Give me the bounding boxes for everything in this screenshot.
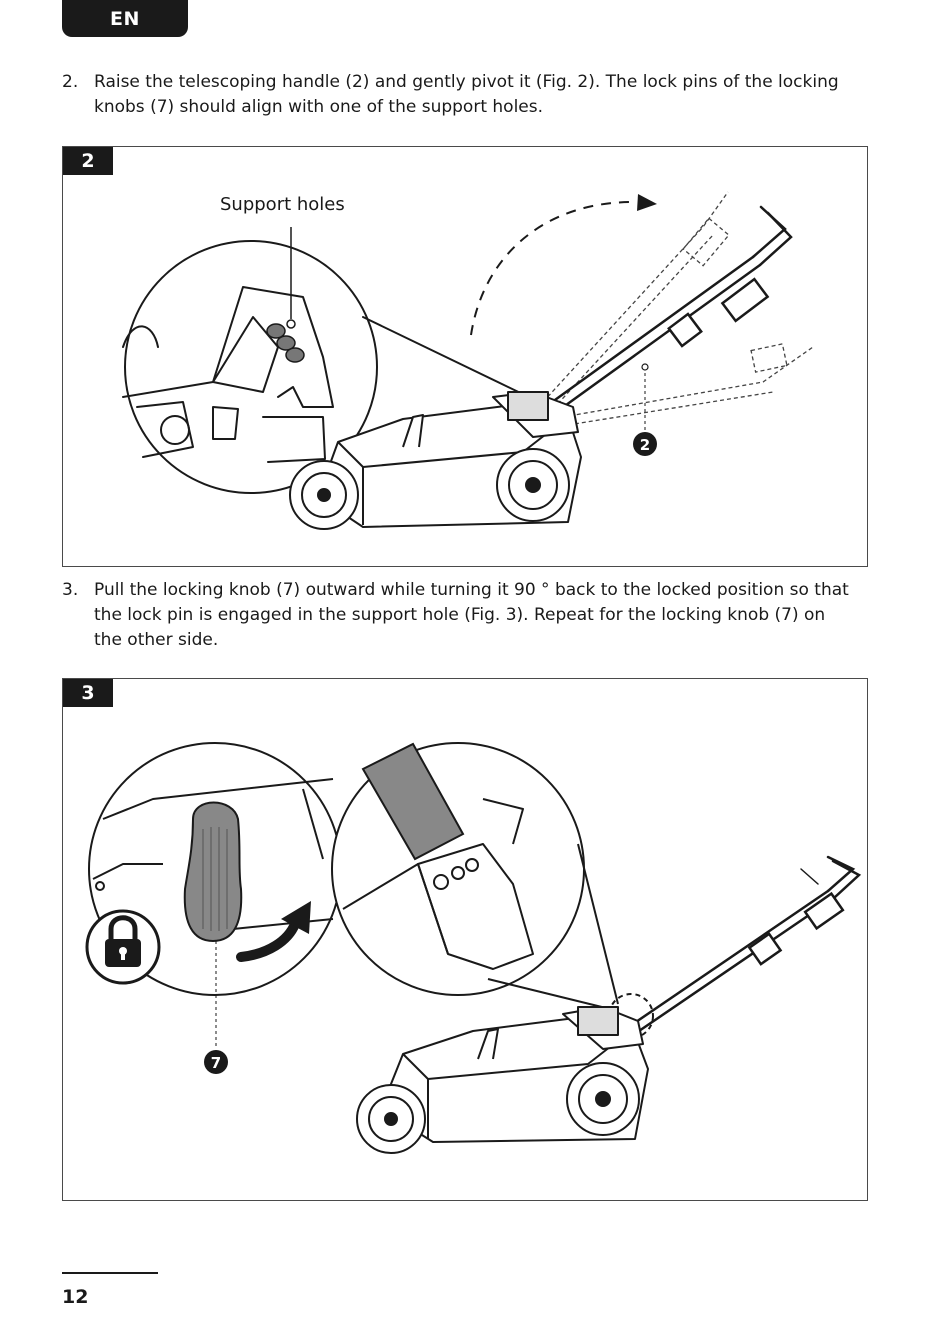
locking-knob-lock-illustration: 7 bbox=[85, 742, 862, 1154]
figure-label: 3 bbox=[63, 679, 113, 707]
figure-2: 2 Support holes bbox=[62, 146, 868, 567]
part-number-2: 2 bbox=[640, 436, 650, 454]
step-number: 2. bbox=[62, 72, 79, 92]
step-number: 3. bbox=[62, 580, 79, 600]
support-holes-callout: Support holes bbox=[220, 194, 345, 215]
step-text: Pull the locking knob (7) outward while … bbox=[94, 580, 849, 650]
figure-3: 3 7 bbox=[62, 678, 868, 1201]
part-number-7: 7 bbox=[211, 1054, 221, 1072]
footer-rule bbox=[62, 1272, 158, 1274]
figure-label: 2 bbox=[63, 147, 113, 175]
step-text: Raise the telescoping handle (2) and gen… bbox=[94, 72, 839, 117]
step-2-instruction: 2. Raise the telescoping handle (2) and … bbox=[62, 70, 852, 120]
language-tab: EN bbox=[62, 0, 188, 37]
step-3-instruction: 3. Pull the locking knob (7) outward whi… bbox=[62, 578, 852, 653]
mower-handle-pivot-illustration: Support holes 2 bbox=[122, 191, 814, 530]
page-number: 12 bbox=[62, 1286, 89, 1308]
